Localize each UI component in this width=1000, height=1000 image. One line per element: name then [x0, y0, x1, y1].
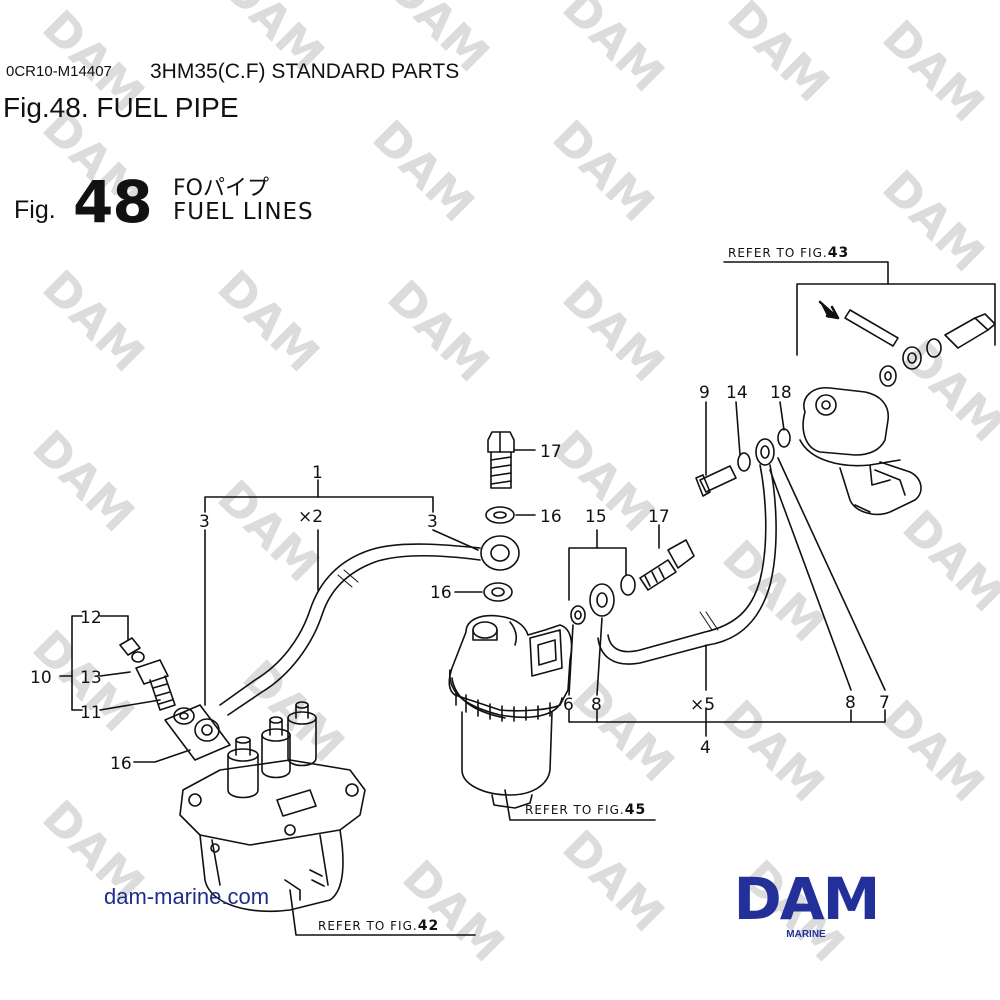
callout-15: 15: [585, 507, 607, 527]
callout-16-mid: 16: [540, 507, 562, 527]
ref-fig45-number: 45: [625, 802, 646, 818]
figure-word: Fig.: [14, 196, 56, 224]
figure-title: Fig.48. FUEL PIPE: [3, 92, 239, 123]
callout-6: 6: [563, 695, 574, 715]
callout-3-left: 3: [199, 512, 210, 532]
callout-8-right: 8: [845, 693, 856, 713]
ref-fig45-text: REFER TO FIG.: [525, 803, 625, 817]
callout-12: 12: [80, 608, 102, 628]
ref45-bracket: [504, 789, 656, 821]
callout-14: 14: [726, 383, 748, 403]
ref43-bracket: [723, 261, 889, 356]
ref-fig43-note: REFER TO FIG.43: [728, 245, 849, 261]
figure-number: 48: [73, 168, 153, 236]
ref-fig42-text: REFER TO FIG.: [318, 919, 418, 933]
document-subtitle: 3HM35(C.F) STANDARD PARTS: [150, 60, 460, 83]
ref-fig43-text: REFER TO FIG.: [728, 246, 828, 260]
callout-7: 7: [879, 693, 890, 713]
figure-title-english: FUEL LINES: [173, 199, 314, 225]
ref-fig42-note: REFER TO FIG.42: [318, 918, 439, 934]
callout-17-right: 17: [648, 507, 670, 527]
logo-word: DAM: [733, 865, 881, 933]
ref42-bracket: [289, 889, 476, 936]
fuel-filter: [448, 614, 573, 712]
pipe1-bracket: [204, 496, 434, 513]
logo-subtitle: MARINE: [786, 929, 826, 940]
figure-title-japanese: FOパイプ: [173, 176, 269, 201]
callout-16-left: 16: [110, 754, 132, 774]
callout-x2: ×2: [298, 507, 323, 527]
ref-fig45-note: REFER TO FIG.45: [525, 802, 646, 818]
callout-x5: ×5: [690, 695, 715, 715]
callout-3-right: 3: [427, 512, 438, 532]
callout-8-left: 8: [591, 695, 602, 715]
callout-16-lower: 16: [430, 583, 452, 603]
injection-pump: [179, 759, 366, 846]
ref-fig42-number: 42: [418, 918, 439, 934]
callout-10: 10: [30, 668, 52, 688]
site-link[interactable]: dam-marine.com: [104, 884, 270, 909]
callout-17-top: 17: [540, 442, 562, 462]
callout-18: 18: [770, 383, 792, 403]
callout-4: 4: [700, 738, 711, 758]
pipe4-bracket: [568, 709, 886, 723]
ref-fig43-number: 43: [828, 245, 849, 261]
callout-13: 13: [80, 668, 102, 688]
feed-pump: [802, 387, 890, 456]
dam-marine-logo: DAM MARINE: [716, 865, 896, 951]
callout-1: 1: [312, 463, 323, 483]
callout-9: 9: [699, 383, 710, 403]
callout-11: 11: [80, 703, 102, 723]
document-code: 0CR10-M14407: [6, 63, 112, 80]
